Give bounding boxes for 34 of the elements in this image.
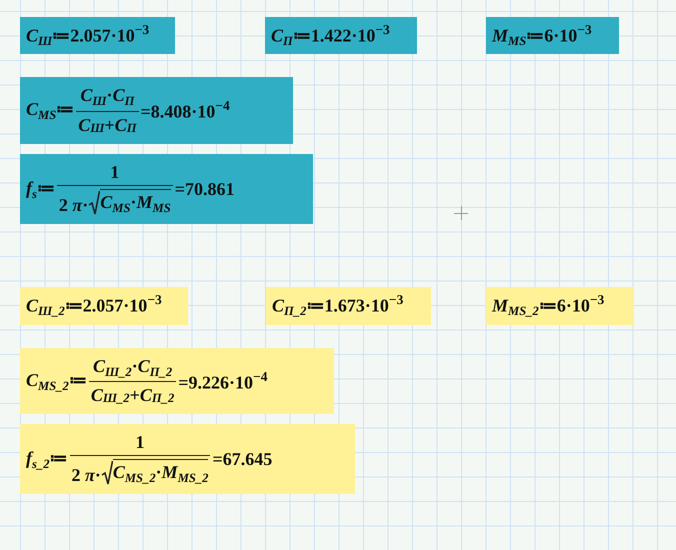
formula-text: C$_{П_2}$≔1.673·10$^{−3}$ [272,292,404,320]
formula-region [20,77,293,144]
formula-text: C$_{Ш}$≔2.057·10$^{−3}$ [26,22,150,50]
numerator: C$_{Ш_2}$·C$_{П_2}$ [92,356,174,380]
formula-lhs: C$_{MS}$≔ [26,98,74,123]
radicand: C$_{MS}$·M$_{MS}$ [100,189,171,216]
formula-region [20,287,188,325]
formula-region [20,17,175,54]
formula-region [265,17,417,54]
formula-lhs: f$_{s_2}$≔ [26,446,68,472]
denominator-factor: 2 π· [72,464,101,486]
formula-result: =70.861 [174,178,234,200]
denominator: C$_{Ш_2}$+C$_{П_2}$ [88,381,176,406]
formula-result: =9.226·10$^{−4}$ [178,368,268,394]
formula-region [486,287,634,325]
denominator: C$_{Ш}$+C$_{П}$ [76,110,138,136]
formula-lhs: C$_{MS_2}$≔ [26,368,87,394]
denominator-factor: 2 π· [58,194,88,216]
formula-text: M$_{MS_2}$≔6·10$^{−3}$ [492,292,604,320]
numerator: C$_{Ш}$·C$_{П}$ [79,85,136,110]
formula-lhs: f$_{s}$≔ [26,176,55,202]
formula-region [266,287,431,325]
numerator: 1 [134,432,146,454]
formula-result: =67.645 [212,448,272,470]
formula-text: C$_{Ш_2}$≔2.057·10$^{−3}$ [26,292,162,320]
numerator: 1 [109,162,120,184]
formula-text: M$_{MS}$≔6·10$^{−3}$ [492,22,592,50]
formula-region [20,154,313,224]
formula-region [486,17,619,54]
formula-region [20,348,334,414]
formula-region [20,424,355,494]
formula-result: =8.408·10$^{−4}$ [140,98,230,123]
formula-text: C$_{П}$≔1.422·10$^{−3}$ [271,22,390,50]
radicand: C$_{MS_2}$·M$_{MS_2}$ [112,459,208,486]
